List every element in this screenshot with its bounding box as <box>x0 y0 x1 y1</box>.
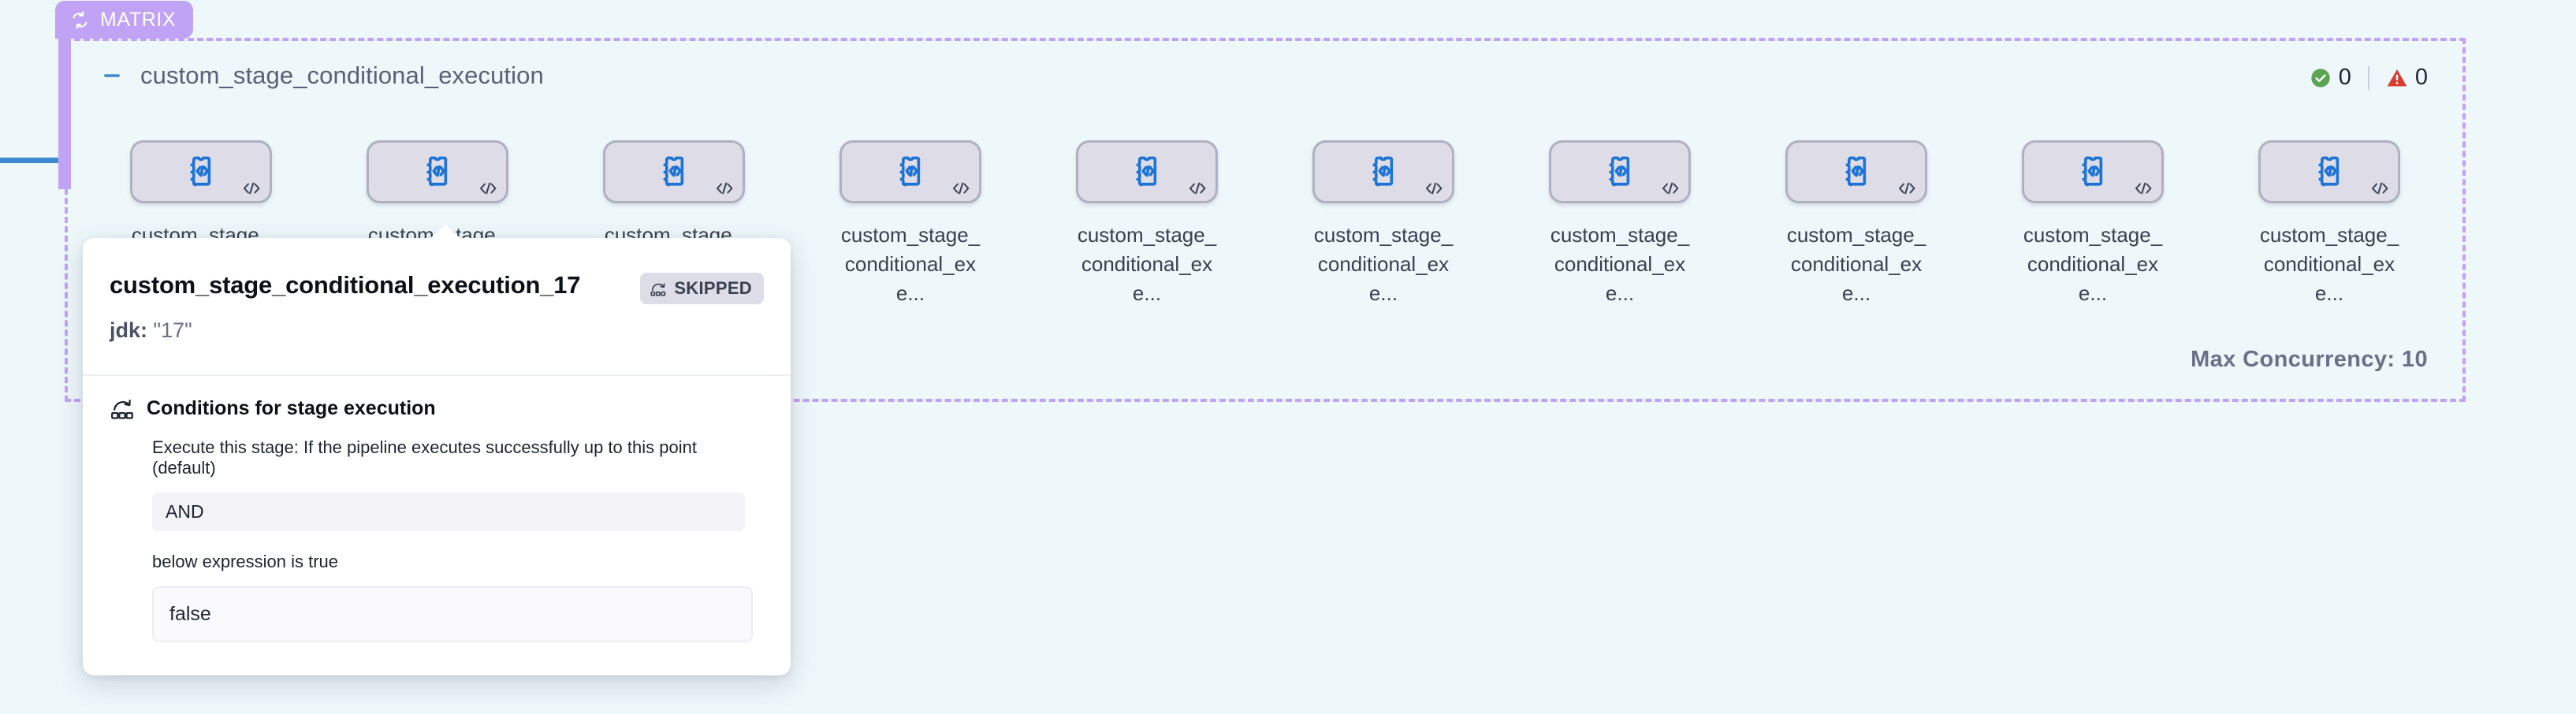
conditions-note: below expression is true <box>152 552 339 571</box>
skip-arc-icon <box>650 281 667 296</box>
matrix-node[interactable]: custom_stage_conditional_exe... <box>1549 140 1691 308</box>
matrix-node-label: custom_stage_conditional_exe... <box>1786 223 1926 305</box>
conditions-expression-field: false <box>152 586 753 642</box>
status-badge-warning: 0 <box>2386 65 2428 91</box>
matrix-badge[interactable]: MATRIX <box>55 1 194 39</box>
tooltip-divider <box>83 374 791 376</box>
minus-collapse-icon[interactable] <box>101 65 123 87</box>
status-counters: 0 0 <box>2310 65 2428 91</box>
check-circle-icon <box>2310 67 2332 89</box>
matrix-node-box[interactable] <box>1549 140 1691 203</box>
warning-triangle-icon <box>2386 67 2408 89</box>
matrix-node-label: custom_stage_conditional_exe... <box>1313 223 1454 305</box>
matrix-header: custom_stage_conditional_execution <box>101 61 544 90</box>
tooltip-subtitle-key: jdk: <box>110 318 148 342</box>
matrix-node-label: custom_stage_conditional_exe... <box>1550 223 1690 305</box>
matrix-node[interactable]: custom_stage_conditional_exe... <box>1785 140 1927 308</box>
status-badge-label: SKIPPED <box>674 278 752 298</box>
conditions-description: Execute this stage: If the pipeline exec… <box>152 437 697 478</box>
status-badge-success: 0 <box>2310 65 2351 91</box>
matrix-node-box[interactable] <box>130 140 272 203</box>
conditions-operator-field: AND <box>152 493 745 531</box>
matrix-node[interactable]: custom_stage_conditional_exe... <box>2022 140 2164 308</box>
conditions-heading: Conditions for stage execution <box>147 396 436 419</box>
tooltip-conditions-section: Conditions for stage execution Execute t… <box>83 376 791 675</box>
matrix-node-label: custom_stage_conditional_exe... <box>2023 223 2163 305</box>
matrix-node[interactable]: custom_stage_conditional_exe... <box>1076 140 1218 308</box>
matrix-badge-label: MATRIX <box>100 8 177 31</box>
tooltip-subtitle-value: "17" <box>153 318 192 342</box>
success-count: 0 <box>2338 65 2351 90</box>
matrix-node[interactable]: custom_stage_conditional_exe... <box>2258 140 2400 308</box>
tooltip-title: custom_stage_conditional_execution_17 <box>110 271 581 299</box>
matrix-node-box[interactable] <box>367 140 508 203</box>
matrix-node-label: custom_stage_conditional_exe... <box>840 223 981 305</box>
matrix-node-box[interactable] <box>1076 140 1218 203</box>
matrix-node-box[interactable] <box>2022 140 2164 203</box>
max-concurrency-label: Max Concurrency: 10 <box>2191 347 2428 372</box>
tooltip-arrow <box>430 225 461 239</box>
incoming-connector-line <box>0 158 69 163</box>
loop-refresh-icon <box>69 9 91 31</box>
matrix-node-box[interactable] <box>1785 140 1927 203</box>
matrix-node[interactable]: custom_stage_conditional_exe... <box>1312 140 1454 308</box>
warning-count: 0 <box>2414 65 2428 90</box>
matrix-node-box[interactable] <box>603 140 745 203</box>
matrix-dashed-container <box>65 38 2466 402</box>
matrix-node-label: custom_stage_conditional_exe... <box>2259 223 2399 305</box>
conditions-heading-row: Conditions for stage execution <box>110 396 764 420</box>
tooltip-header: custom_stage_conditional_execution_17 SK… <box>83 238 791 304</box>
matrix-node-box[interactable] <box>2258 140 2400 203</box>
page-title: custom_stage_conditional_execution <box>140 61 544 89</box>
matrix-left-rail <box>58 35 71 189</box>
status-divider <box>2367 65 2369 90</box>
stage-detail-tooltip: custom_stage_conditional_execution_17 SK… <box>83 225 791 675</box>
matrix-node-box[interactable] <box>1312 140 1454 203</box>
status-badge: SKIPPED <box>640 273 764 304</box>
matrix-node-box[interactable] <box>839 140 981 203</box>
matrix-node-label: custom_stage_conditional_exe... <box>1077 223 1217 305</box>
tooltip-subtitle: jdk: "17" <box>83 304 791 374</box>
conditions-execution-icon <box>110 396 135 420</box>
matrix-node[interactable]: custom_stage_conditional_exe... <box>839 140 981 308</box>
